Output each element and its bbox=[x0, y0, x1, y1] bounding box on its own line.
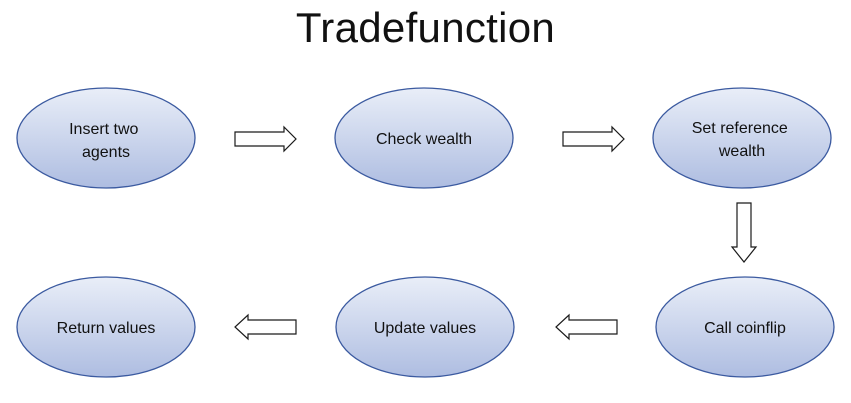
node-label: Update values bbox=[374, 320, 476, 337]
node-label-line: Set reference bbox=[692, 120, 788, 137]
node-label-line: wealth bbox=[718, 143, 765, 160]
node-label: Insert two agents bbox=[69, 121, 143, 161]
node-label: Return values bbox=[57, 320, 156, 337]
node-label-line: Return values bbox=[57, 320, 156, 337]
node-insert-two-agents: Insert two agents bbox=[16, 87, 196, 189]
right-arrow-icon bbox=[562, 125, 625, 153]
left-arrow-icon bbox=[234, 313, 297, 341]
node-ellipse bbox=[335, 276, 515, 378]
node-set-reference-wealth: Set reference wealth bbox=[652, 87, 832, 189]
node-ellipse bbox=[334, 87, 514, 189]
node-ellipse bbox=[655, 276, 835, 378]
node-label: Set reference wealth bbox=[692, 120, 793, 160]
node-call-coinflip: Call coinflip bbox=[655, 276, 835, 378]
node-label: Check wealth bbox=[376, 131, 472, 148]
node-label-line: Update values bbox=[374, 320, 476, 337]
node-ellipse bbox=[652, 87, 832, 189]
left-arrow-icon bbox=[555, 313, 618, 341]
node-check-wealth: Check wealth bbox=[334, 87, 514, 189]
right-arrow-icon bbox=[234, 125, 297, 153]
node-label-line: Insert two bbox=[69, 121, 138, 138]
node-label: Call coinflip bbox=[704, 320, 786, 337]
diagram-title: Tradefunction bbox=[295, 4, 556, 51]
node-label-line: Call coinflip bbox=[704, 320, 786, 337]
node-ellipse bbox=[16, 87, 196, 189]
node-ellipse bbox=[16, 276, 196, 378]
node-return-values: Return values bbox=[16, 276, 196, 378]
node-label-line: agents bbox=[82, 144, 130, 161]
node-label-line: Check wealth bbox=[376, 131, 472, 148]
down-arrow-icon bbox=[730, 202, 758, 263]
node-update-values: Update values bbox=[335, 276, 515, 378]
